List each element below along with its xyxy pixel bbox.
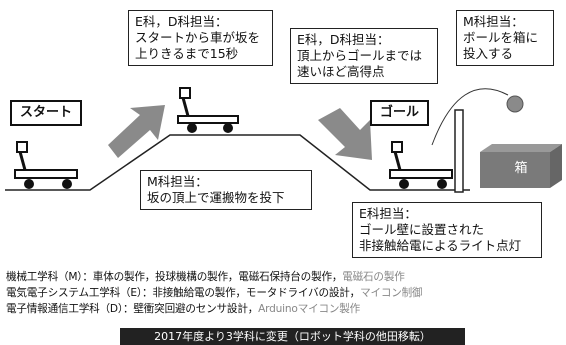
- ball-note-box: M科担当： ボールを箱に 投入する: [456, 10, 554, 66]
- speed-note-line-2: 頂上からゴールまでは: [297, 48, 423, 63]
- department-e-items-gray: マイコン制御: [360, 287, 423, 299]
- robot-cart-top: [177, 87, 239, 133]
- down-arrow: [318, 108, 372, 160]
- ball-note-line-3: 投入する: [463, 46, 514, 61]
- climb-note-line-2: スタートから車が坂を: [135, 30, 261, 45]
- light-note-box: E科担当： ゴール壁に設置された 非接触給電によるライト点灯: [352, 202, 542, 258]
- speed-note-line-1: E科，D科担当：: [297, 32, 390, 47]
- department-d-items: 壁衝突回避のセンサ設計，: [133, 303, 259, 315]
- course-line: [5, 134, 470, 191]
- department-d-name: 電子情報通信工学科（D）：: [6, 303, 134, 315]
- ball-note-line-1: M科担当：: [463, 14, 524, 29]
- drop-note-line-2: 坂の頂上で運搬物を投下: [147, 190, 285, 205]
- box-object-label: 箱: [514, 161, 528, 176]
- light-note-line-1: E科担当：: [359, 206, 417, 221]
- drop-note-box: M科担当： 坂の頂上で運搬物を投下: [140, 170, 312, 210]
- ball: [506, 95, 524, 113]
- box-top: [480, 144, 562, 152]
- speed-note-box: E科，D科担当： 頂上からゴールまでは 速いほど高得点: [290, 28, 438, 84]
- robot-cart-start: [14, 141, 78, 189]
- department-e-name: 電気電子システム工学科（E）：: [6, 287, 153, 299]
- ball-note-line-2: ボールを箱に: [463, 30, 539, 45]
- goal-wall: [454, 109, 464, 193]
- ball-trajectory: [431, 88, 509, 146]
- climb-note-box: E科，D科担当： スタートから車が坂を 上りきるまで15秒: [128, 10, 273, 66]
- department-m-items-gray: 電磁石の製作: [342, 271, 405, 283]
- box-front: [480, 152, 550, 188]
- department-e: 電気電子システム工学科（E）：非接触給電の製作，モータドライバの設計，マイコン制…: [6, 286, 423, 300]
- department-m-name: 機械工学科（M）：: [6, 271, 93, 283]
- speed-note-line-3: 速いほど高得点: [297, 64, 385, 79]
- up-arrow: [108, 105, 165, 158]
- light-note-line-3: 非接触給電によるライト点灯: [359, 238, 522, 253]
- department-m-items: 車体の製作，投球機構の製作，電磁石保持台の製作，: [92, 271, 343, 283]
- light-note-line-2: ゴール壁に設置された: [359, 222, 485, 237]
- goal-label: ゴール: [370, 100, 430, 126]
- box-side: [550, 144, 562, 188]
- department-m: 機械工学科（M）：車体の製作，投球機構の製作，電磁石保持台の製作，電磁石の製作: [6, 270, 405, 284]
- start-label: スタート: [10, 100, 83, 126]
- department-e-items: 非接触給電の製作，モータドライバの設計，: [152, 287, 361, 299]
- change-banner: 2017年度より3学科に変更（ロボット学科の他田移転）: [120, 328, 465, 345]
- department-d-items-gray: Arduinoマイコン製作: [258, 303, 361, 315]
- climb-note-line-1: E科，D科担当：: [135, 14, 228, 29]
- climb-note-line-3: 上りきるまで15秒: [135, 46, 239, 61]
- department-d: 電子情報通信工学科（D）：壁衝突回避のセンサ設計，Arduinoマイコン製作: [6, 302, 360, 316]
- drop-note-line-1: M科担当：: [147, 174, 208, 189]
- robot-cart-goal: [389, 141, 453, 189]
